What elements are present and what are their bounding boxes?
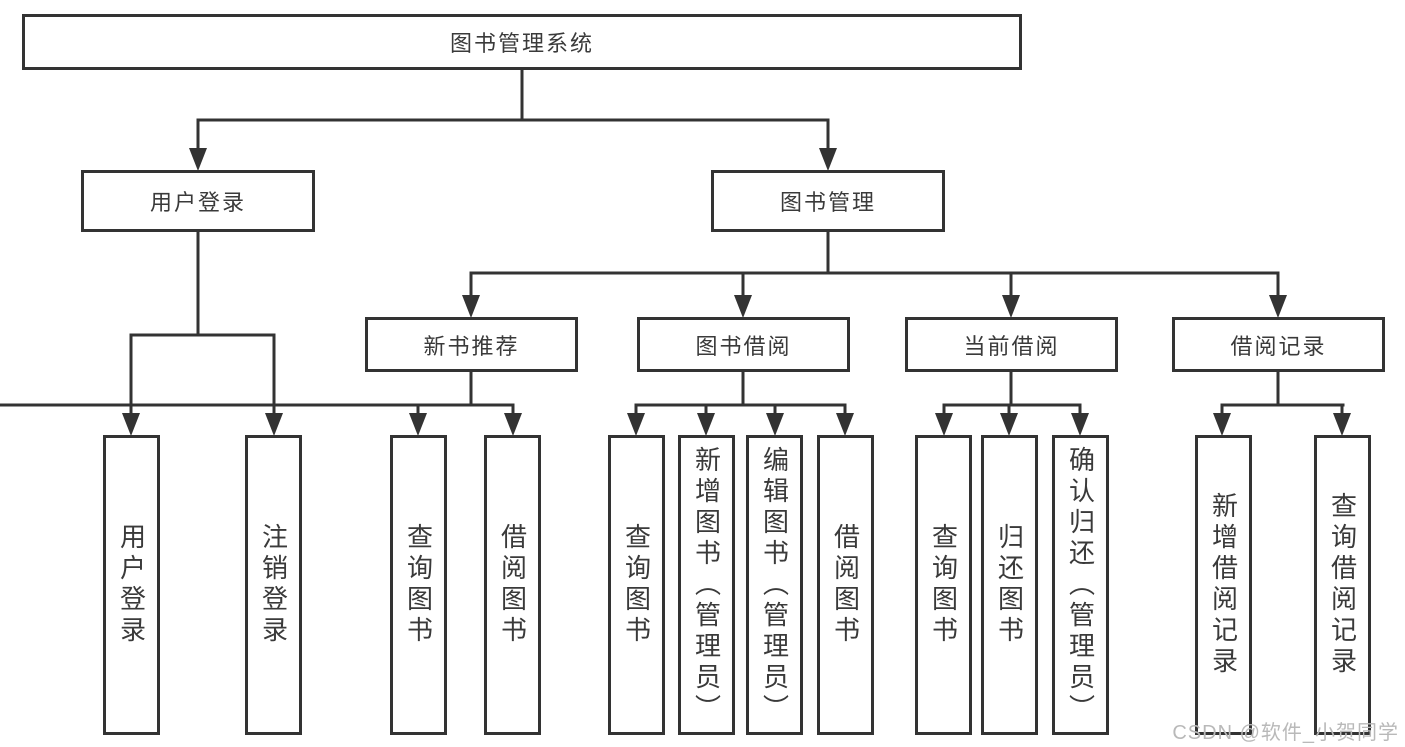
leaf-borrow-books-2: 借阅图书	[817, 435, 874, 735]
leaf-label: 用户登录	[116, 523, 147, 647]
leaf-add-borrow-record: 新增借阅记录	[1195, 435, 1252, 735]
leaf-label: 新增图书（管理员）	[691, 445, 722, 725]
leaf-edit-book-admin: 编辑图书（管理员）	[746, 435, 803, 735]
leaf-label: 借阅图书	[497, 523, 528, 647]
leaf-user-login: 用户登录	[103, 435, 160, 735]
node-user-login-module: 用户登录	[81, 170, 315, 232]
leaf-return-book: 归还图书	[981, 435, 1038, 735]
leaf-label: 借阅图书	[830, 523, 861, 647]
leaf-label: 查询借阅记录	[1327, 492, 1358, 678]
leaf-query-borrow-record: 查询借阅记录	[1314, 435, 1371, 735]
node-label: 图书管理	[779, 190, 876, 215]
leaf-label: 查询图书	[928, 523, 959, 647]
node-current-borrowing: 当前借阅	[905, 317, 1118, 372]
leaf-label: 编辑图书（管理员）	[759, 445, 790, 725]
leaf-label: 查询图书	[621, 523, 652, 647]
node-label: 图书借阅	[695, 333, 792, 359]
node-label: 图书管理系统	[449, 31, 594, 56]
leaf-logout: 注销登录	[245, 435, 302, 735]
node-label: 当前借阅	[963, 333, 1060, 359]
leaf-label: 注销登录	[258, 523, 289, 647]
leaf-query-books-1: 查询图书	[390, 435, 447, 735]
leaf-label: 新增借阅记录	[1208, 492, 1239, 678]
node-book-borrowing: 图书借阅	[637, 317, 850, 372]
leaf-label: 确认归还（管理员）	[1065, 445, 1096, 725]
leaf-label: 归还图书	[994, 523, 1025, 647]
node-borrowing-records: 借阅记录	[1172, 317, 1385, 372]
node-library-management-system: 图书管理系统	[22, 14, 1022, 70]
leaf-query-books-2: 查询图书	[608, 435, 665, 735]
leaf-borrow-books-1: 借阅图书	[484, 435, 541, 735]
node-label: 用户登录	[149, 190, 246, 215]
leaf-add-book-admin: 新增图书（管理员）	[678, 435, 735, 735]
node-new-book-recommendation: 新书推荐	[365, 317, 578, 372]
csdn-watermark: CSDN @软件_小贺同学	[1172, 722, 1399, 744]
node-label: 借阅记录	[1230, 333, 1327, 359]
leaf-query-books-3: 查询图书	[915, 435, 972, 735]
node-label: 新书推荐	[423, 333, 520, 359]
node-book-management-module: 图书管理	[711, 170, 945, 232]
leaf-label: 查询图书	[403, 523, 434, 647]
leaf-confirm-return-admin: 确认归还（管理员）	[1052, 435, 1109, 735]
